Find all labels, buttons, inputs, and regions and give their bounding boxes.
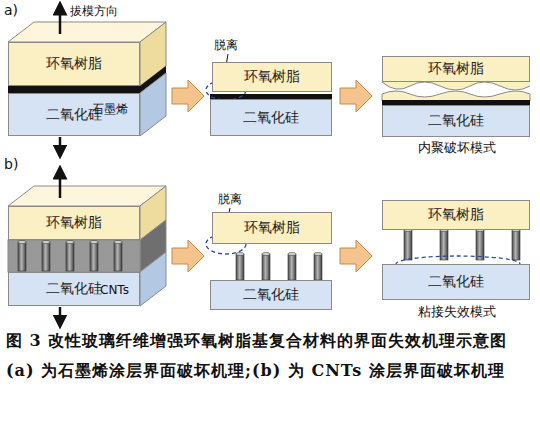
figure-caption: 图 3 改性玻璃纤维增强环氧树脂基复合材料的界面失效机理示意图(a) 为石墨烯涂… xyxy=(6,326,534,386)
layer-label: 二氧化硅 xyxy=(46,280,102,298)
annotation-label: a) xyxy=(4,2,18,19)
material-layer: 环氧树脂 xyxy=(212,212,332,244)
annotation-label: 粘接失效模式 xyxy=(418,304,496,320)
layer-label: 二氧化硅 xyxy=(243,109,299,127)
nanotube-cap xyxy=(114,240,122,243)
layer-label: 二氧化硅 xyxy=(243,286,299,304)
carbon-nanotube xyxy=(114,242,122,271)
carbon-nanotube xyxy=(18,242,26,271)
layer-label: 环氧树脂 xyxy=(46,214,102,232)
nanotube-cap xyxy=(18,240,26,243)
material-layer: 环氧树脂 xyxy=(8,42,140,86)
layer-label: 二氧化硅 xyxy=(428,112,484,130)
material-layer: 二氧化硅 xyxy=(210,280,332,310)
layer-label: 环氧树脂 xyxy=(244,68,300,86)
nanotube-cap xyxy=(90,240,98,243)
annotation-label: b) xyxy=(4,156,18,173)
nanotube-cap xyxy=(314,252,322,255)
annotation-label: CNTs xyxy=(100,283,129,297)
annotation-label: 脱离 xyxy=(218,192,242,206)
annotation-label: 拔模方向 xyxy=(70,4,118,18)
material-layer: 环氧树脂 xyxy=(8,206,140,240)
carbon-nanotube xyxy=(314,254,322,280)
nanotube-cap xyxy=(236,252,244,255)
material-layer: 环氧树脂 xyxy=(382,56,530,82)
carbon-nanotube xyxy=(476,230,484,260)
carbon-nanotube xyxy=(404,230,412,260)
carbon-nanotube xyxy=(66,242,74,271)
annotation-label: 石墨烯 xyxy=(92,102,128,116)
material-layer: 二氧化硅 xyxy=(210,99,332,136)
carbon-nanotube xyxy=(512,230,520,260)
carbon-nanotube xyxy=(42,242,50,271)
nanotube-cap xyxy=(42,240,50,243)
carbon-nanotube xyxy=(236,254,244,280)
annotation-label: 内聚破坏模式 xyxy=(418,140,496,156)
nanotube-cap xyxy=(66,240,74,243)
nanotube-cap xyxy=(262,252,270,255)
layer-label: 二氧化硅 xyxy=(428,273,484,291)
layer-label: 环氧树脂 xyxy=(244,219,300,237)
material-layer: 二氧化硅 xyxy=(382,264,530,300)
carbon-nanotube xyxy=(262,254,270,280)
nanotube-cap xyxy=(288,252,296,255)
carbon-nanotube xyxy=(90,242,98,271)
layer-label: 环氧树脂 xyxy=(428,206,484,224)
material-layer: 二氧化硅 xyxy=(382,105,530,137)
material-layer: 环氧树脂 xyxy=(212,62,332,92)
annotation-label: 脱离 xyxy=(214,38,238,52)
layer-label: 环氧树脂 xyxy=(428,60,484,78)
carbon-nanotube xyxy=(288,254,296,280)
layer-label: 环氧树脂 xyxy=(46,55,102,73)
material-layer: 环氧树脂 xyxy=(382,200,530,230)
